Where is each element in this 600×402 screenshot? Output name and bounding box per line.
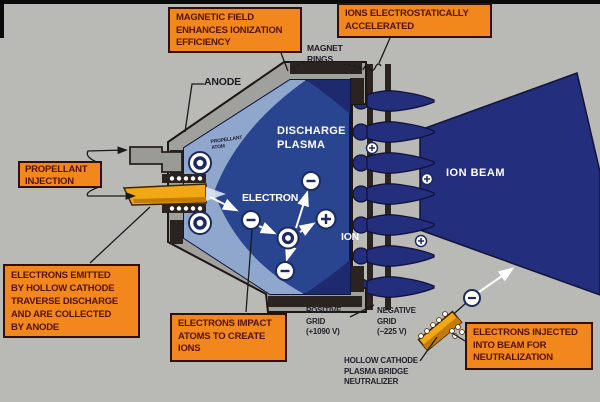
anode-leader	[184, 83, 204, 133]
label-positive-grid: POSITIVE GRID (+1090 V)	[306, 306, 342, 336]
magnet-walls	[170, 62, 364, 307]
squiggle-mark	[362, 63, 382, 72]
electron-icon	[301, 171, 321, 191]
neutralizing-electron-arrow	[478, 267, 515, 293]
electrons-emitted-leader	[89, 206, 151, 264]
grid-leader	[349, 304, 375, 318]
callout-ions-accelerated: IONS ELECTROSTATICALLY ACCELERATED	[337, 3, 492, 38]
ion-beamlets	[352, 90, 435, 298]
label-anode: ANODE	[204, 76, 241, 88]
top-border	[0, 0, 600, 4]
ion-icon	[315, 208, 337, 230]
callout-electrons-injected: ELECTRONS INJECTED INTO BEAM FOR NEUTRAL…	[465, 322, 593, 370]
label-discharge-plasma: DISCHARGE PLASMA	[277, 125, 346, 151]
callout-electrons-impact: ELECTRONS IMPACT ATOMS TO CREATE IONS	[170, 313, 287, 362]
label-magnet-rings: MAGNET RINGS	[307, 43, 343, 64]
electron-icon	[463, 289, 481, 307]
neutralizer-leader	[419, 336, 438, 362]
cathode-shadow	[133, 197, 206, 203]
plasma-bridge-dots	[418, 311, 465, 339]
magnet-ring-icon	[188, 211, 212, 235]
label-ion-beam: ION BEAM	[446, 167, 505, 179]
hollow-cathode	[122, 183, 226, 206]
flow-arrows	[209, 190, 316, 262]
plasma-particles	[241, 171, 337, 281]
electron-icon	[275, 261, 295, 281]
neutralizer-assembly	[417, 267, 515, 352]
callout-magnetic-field: MAGNETIC FIELD ENHANCES IONIZATION EFFIC…	[168, 7, 302, 53]
ion-icon	[414, 234, 428, 248]
callout-propellant-injection: PROPELLANT INJECTION	[18, 161, 102, 188]
leader-lines	[89, 37, 466, 362]
ions-accelerated-leader	[378, 37, 391, 64]
magnet-rings-leader	[292, 61, 305, 69]
electron-icon	[241, 210, 261, 230]
plasma-dark-bottom	[304, 260, 350, 294]
discharge-chamber	[162, 61, 367, 313]
left-border	[0, 0, 4, 38]
electrons-impact-leader	[245, 229, 253, 313]
accelerated-ions	[365, 141, 434, 248]
plasma-sheath-light	[184, 80, 306, 294]
electrons-injected-leader	[451, 332, 466, 342]
plasma-dark-top	[306, 80, 350, 114]
callout-electrons-emitted: ELECTRONS EMITTED BY HOLLOW CATHODE TRAV…	[3, 264, 140, 338]
ion-icon	[365, 141, 379, 155]
magnet-rings-leader	[342, 63, 364, 69]
label-negative-grid: NEGATIVE GRID (−225 V)	[377, 306, 416, 336]
magnetic-field-leader	[280, 52, 289, 72]
magnet-ring-icon	[188, 151, 212, 175]
label-electron: ELECTRON	[242, 192, 299, 204]
ion-beam-plume	[419, 72, 600, 296]
propellant-feed-tube	[129, 146, 183, 173]
ion-icon	[420, 172, 434, 186]
label-neutralizer: HOLLOW CATHODE PLASMA BRIDGE NEUTRALIZER	[344, 356, 418, 386]
keeper-dots	[169, 176, 203, 211]
neutralizer-shadow	[423, 317, 462, 351]
label-ion: ION	[341, 231, 360, 243]
atom-icon	[276, 226, 300, 250]
